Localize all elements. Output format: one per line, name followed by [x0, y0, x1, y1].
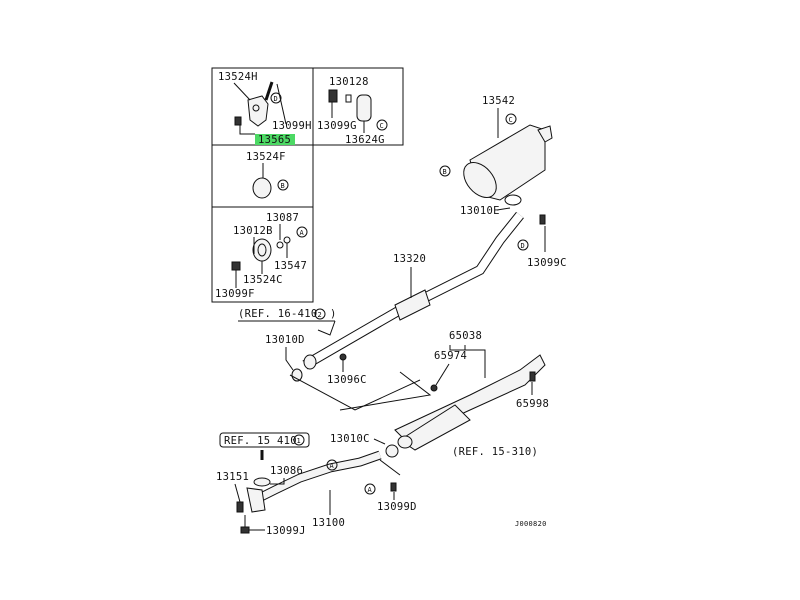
svg-text:C: C [380, 122, 385, 130]
inset-top-right-parts: C 130128 13099G 13624G [317, 76, 388, 146]
callout-c [505, 113, 517, 125]
drawing-code: J000820 [515, 520, 547, 528]
callout-d [270, 92, 282, 104]
center-pipe: 13320 13010D 13096C [265, 211, 524, 411]
label-13100: 13100 [312, 517, 345, 529]
ref-15-310: (REF. 15-310) [452, 446, 538, 458]
svg-text:2: 2 [318, 311, 323, 319]
hanger-part [252, 238, 272, 262]
callout-b [439, 165, 451, 177]
label-13086: 13086 [270, 465, 303, 477]
inset-box-top-right [312, 67, 404, 146]
label-13010E: 13010E [460, 205, 500, 217]
svg-text:A: A [368, 486, 373, 494]
label-13542: 13542 [482, 95, 515, 107]
svg-text:A: A [330, 462, 335, 470]
label-13012B: 13012B [233, 225, 273, 237]
muffler-assembly: 13542 C B 13010E D 13099C [439, 95, 567, 269]
label-13099C: 13099C [527, 257, 567, 269]
label-13099J: 13099J [266, 525, 306, 537]
svg-text:B: B [443, 168, 448, 176]
rubber-hanger-part [356, 94, 372, 122]
bolt-part [231, 261, 241, 271]
label-13096C: 13096C [327, 374, 367, 386]
svg-text:A: A [300, 229, 305, 237]
callout-a [364, 483, 376, 495]
label-13099D: 13099D [377, 501, 417, 513]
resonator [394, 289, 431, 321]
svg-text:B: B [281, 182, 286, 190]
svg-text:D: D [521, 242, 526, 250]
label-13151: 13151 [216, 471, 249, 483]
label-13524C: 13524C [243, 274, 283, 286]
svg-text:C: C [509, 116, 514, 124]
label-13524F: 13524F [246, 151, 286, 163]
callout-d [517, 239, 529, 251]
callout-a [326, 459, 338, 471]
inset-panel [211, 67, 404, 303]
callout-a [296, 226, 308, 238]
hanger-part [252, 177, 272, 199]
inset-bottom-parts: 13087 13012B 13547 13524C 13099F A [215, 212, 308, 300]
bolt-part [328, 89, 338, 103]
callout-b [277, 179, 289, 191]
sensor-part [529, 371, 536, 382]
svg-text:1: 1 [297, 437, 302, 445]
label-13010C: 13010C [330, 433, 370, 445]
svg-text:D: D [274, 95, 279, 103]
catalytic-and-heat-shield: 65038 65974 65998 [339, 330, 549, 451]
label-65998: 65998 [516, 398, 549, 410]
label-13099F: 13099F [215, 288, 255, 300]
label-13547: 13547 [274, 260, 307, 272]
label-13010D: 13010D [265, 334, 305, 346]
label-13087: 13087 [266, 212, 299, 224]
label-13099H: 13099H [272, 120, 312, 132]
inset-box-bottom [211, 206, 314, 303]
callout-c [376, 119, 388, 131]
label-13099G: 13099G [317, 120, 357, 132]
ref-16-410: (REF. 16-410 [238, 308, 317, 320]
highlight-13565 [255, 134, 295, 145]
inset-middle-parts: 13524F B [246, 151, 289, 199]
references: (REF. 16-410 2 ) REF. 15 410 1 (REF. 15-… [219, 308, 538, 458]
hanger-bracket-part [247, 95, 269, 127]
label-13320: 13320 [393, 253, 426, 265]
svg-text:): ) [330, 308, 337, 320]
ref-15-410-box [219, 432, 310, 448]
label-13524H: 13524H [218, 71, 258, 83]
label-13624G: 13624G [345, 134, 385, 146]
label-65038: 65038 [449, 330, 482, 342]
label-13565: 13565 [258, 134, 291, 146]
label-65974: 65974 [434, 350, 467, 362]
inset-top-left-parts: D 13524H 13099H 13565 [218, 71, 312, 146]
front-pipe-assembly: 13010C A A 13086 13151 13099J 13100 1309… [216, 433, 417, 537]
ref-15-410: REF. 15 410 [224, 435, 297, 447]
label-130128: 130128 [329, 76, 369, 88]
bolt-part [234, 116, 242, 126]
